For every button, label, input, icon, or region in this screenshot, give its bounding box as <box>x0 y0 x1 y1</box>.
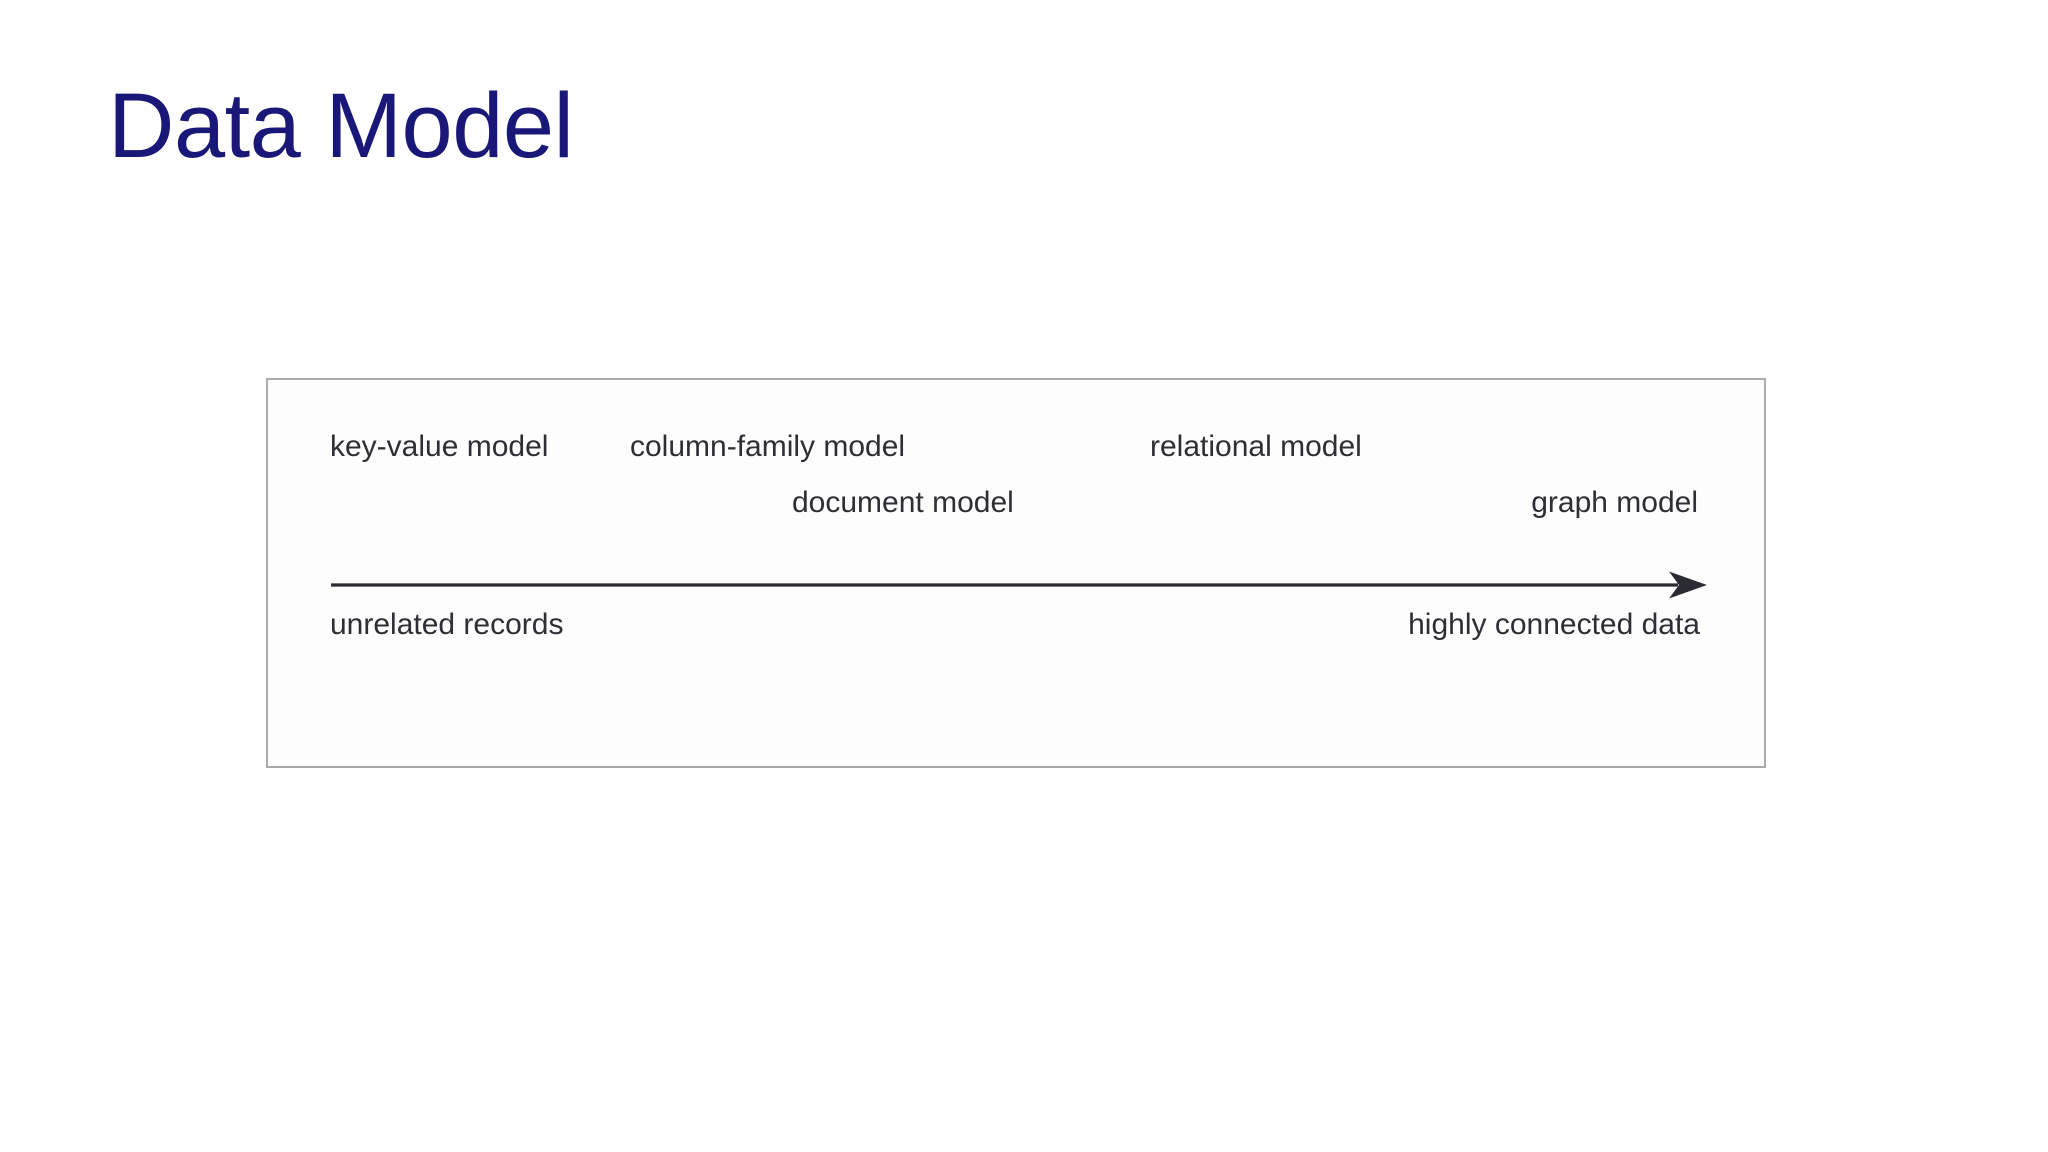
label-relational-model: relational model <box>1150 430 1362 463</box>
data-model-spectrum-figure: key-value model column-family model rela… <box>266 378 1766 768</box>
page-title: Data Model <box>108 74 574 177</box>
arrow-right-icon <box>331 571 1707 599</box>
label-document-model: document model <box>792 486 1014 519</box>
label-column-family-model: column-family model <box>630 430 906 463</box>
label-highly-connected-data: highly connected data <box>1408 608 1700 641</box>
label-graph-model: graph model <box>1531 486 1698 519</box>
spectrum-arrow <box>330 568 1707 602</box>
label-unrelated-records: unrelated records <box>330 608 564 641</box>
label-key-value-model: key-value model <box>330 430 549 463</box>
